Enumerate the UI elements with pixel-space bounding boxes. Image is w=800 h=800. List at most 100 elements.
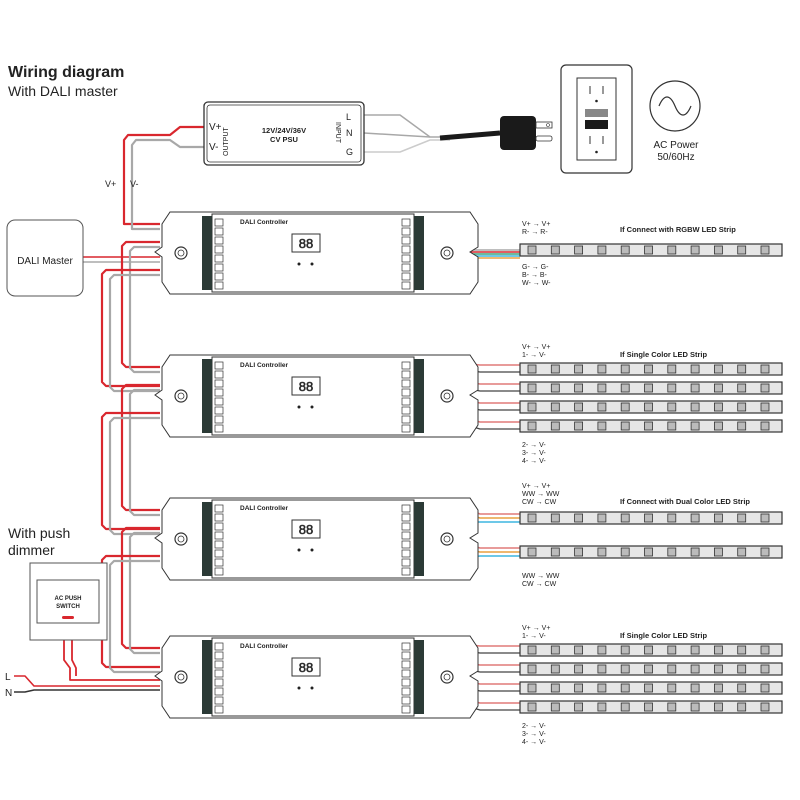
led-chip [667,547,677,557]
led-chip [690,683,700,693]
led-chip [644,645,653,655]
input-terminal [214,522,224,531]
led-chip [550,364,560,374]
input-terminal [214,415,224,424]
segment-display [291,657,321,677]
led-chip [574,547,583,557]
led-chip [527,664,537,674]
led-chip [714,683,723,693]
wire-mapping: 3- → V- [522,731,546,738]
led-chip [644,402,653,412]
display-digits: 88 [299,379,313,394]
output-terminal [401,696,411,705]
wire-mapping: 2- → V- [522,723,546,730]
led-chip [737,421,747,431]
input-terminal [214,281,224,290]
output-terminal [401,567,411,576]
button-icon [297,686,301,690]
input-terminal [214,513,224,522]
led-chip [690,547,700,557]
dali-bus-link [128,388,160,517]
diagram-title: Wiring diagram [8,64,124,81]
input-terminal [214,254,224,263]
wire-mapping: WW → WW [522,573,560,580]
output-terminal [401,687,411,696]
led-chip [690,421,700,431]
led-chip [620,702,630,712]
display-digits: 88 [299,522,313,537]
power-bus-link [108,559,160,674]
controller-body [211,213,415,293]
led-chip [620,245,630,255]
psu-n-wire [363,132,431,138]
led-chip [690,513,700,523]
led-chip [644,702,653,712]
led-chip [574,683,583,693]
led-chip [737,513,747,523]
led-chip [574,245,583,255]
led-chip [620,547,630,557]
output-terminal [401,504,411,513]
led-chip [527,547,537,557]
led-chip [620,383,630,393]
mounting-hole [174,532,188,546]
input-terminal [214,705,224,714]
led-chip [574,645,583,655]
led-chip [527,645,537,655]
ac-power-symbol: AC Power 50/60Hz [649,80,701,163]
ac-push-switch: AC PUSH SWITCH [29,562,108,641]
output-terminal [401,227,411,236]
mains-n-label: N [5,688,12,699]
button-icon [297,262,301,266]
led-chip [527,683,537,693]
led-strip [519,243,783,257]
output-terminal [401,361,411,370]
led-chip [644,245,653,255]
mains-n-wire [14,689,160,693]
wire-mapping: V+ → V+ [522,483,550,490]
output-terminal [401,379,411,388]
led-chip [714,421,723,431]
led-chip [690,664,700,674]
led-chip [574,402,583,412]
wire-mapping: CW → CW [522,499,557,506]
input-terminal-block [202,216,212,290]
led-chip [527,402,537,412]
led-chip [527,245,537,255]
led-chip [550,664,560,674]
wire-mapping: R- → R- [522,229,548,236]
section-title: If Single Color LED Strip [620,350,708,359]
led-chip [597,402,607,412]
led-strip [519,700,783,714]
controller-label: DALI Controller [240,219,288,226]
output-terminal [401,660,411,669]
output-terminal [401,540,411,549]
dali-bus-link [120,240,160,369]
input-terminal [214,424,224,433]
led-chip [597,364,607,374]
switch-label-2: SWITCH [56,604,80,610]
psu-output-label: OUTPUT [223,127,230,157]
led-chip [597,547,607,557]
output-terminal [401,513,411,522]
led-chip [620,683,630,693]
led-chip [737,547,747,557]
led-chip [620,645,630,655]
led-chip [760,645,770,655]
led-chip [620,364,630,374]
led-chip [620,421,630,431]
led-strip [519,662,783,676]
led-chip [737,364,747,374]
led-chip [667,645,677,655]
led-chip [760,664,770,674]
led-chip [597,664,607,674]
led-chip [690,364,700,374]
output-terminal [401,531,411,540]
led-chip [760,421,770,431]
power-bus-link [108,273,160,393]
ac-power-label: AC Power [653,140,699,151]
led-chip [714,547,723,557]
